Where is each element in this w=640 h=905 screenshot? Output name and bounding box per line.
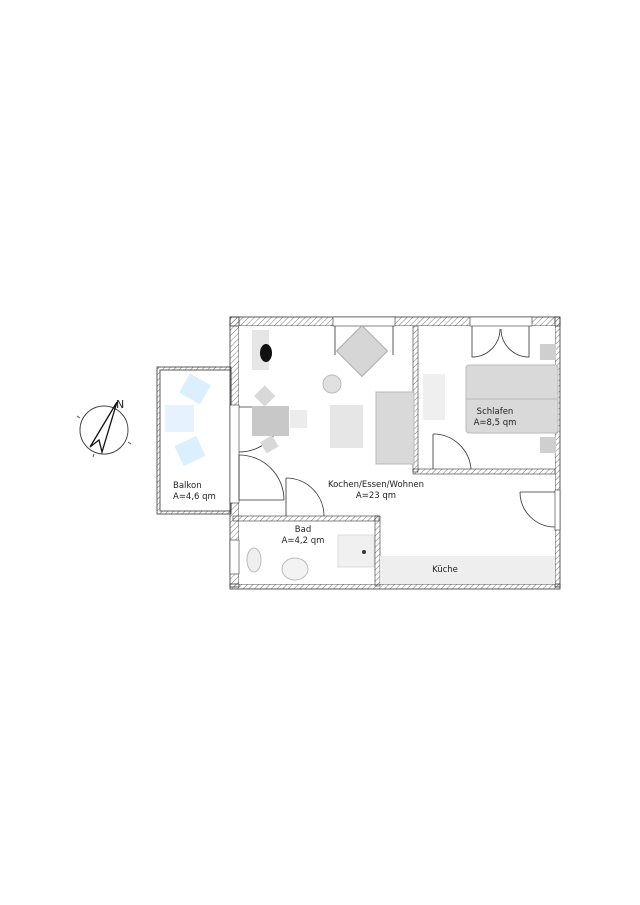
- room-area-schlafen: A=8,5 qm: [474, 418, 517, 428]
- bath-fixtures: [246, 534, 375, 581]
- balcony-chair-icon: [165, 373, 211, 467]
- room-name-schlafen: Schlafen: [477, 407, 514, 417]
- toilet-icon: [246, 547, 262, 573]
- room-area-wohnen: A=23 qm: [356, 491, 396, 501]
- shower-icon: [337, 534, 375, 568]
- compass-label: N: [116, 398, 124, 411]
- balcony: [156, 366, 232, 515]
- dining-table-icon: [252, 406, 289, 436]
- doors: [238, 326, 556, 528]
- bedroom-furniture: [423, 344, 559, 453]
- room-area-bad: A=4,2 qm: [282, 536, 325, 546]
- kitchen-counter: [380, 556, 555, 584]
- sink-icon: [281, 557, 309, 581]
- north-arrow-icon: N: [76, 398, 132, 458]
- room-area-balkon: A=4,6 qm: [173, 492, 216, 502]
- coffee-table-icon: [330, 405, 363, 448]
- room-name-wohnen: Kochen/Essen/Wohnen: [328, 480, 424, 490]
- living-furniture: [252, 324, 415, 465]
- room-name-balkon: Balkon: [173, 481, 202, 491]
- sofa-icon: [375, 391, 415, 465]
- plant-icon: [260, 344, 272, 362]
- room-name-bad: Bad: [295, 525, 311, 535]
- armchair-icon: [335, 324, 389, 378]
- room-name-kueche: Küche: [432, 565, 458, 575]
